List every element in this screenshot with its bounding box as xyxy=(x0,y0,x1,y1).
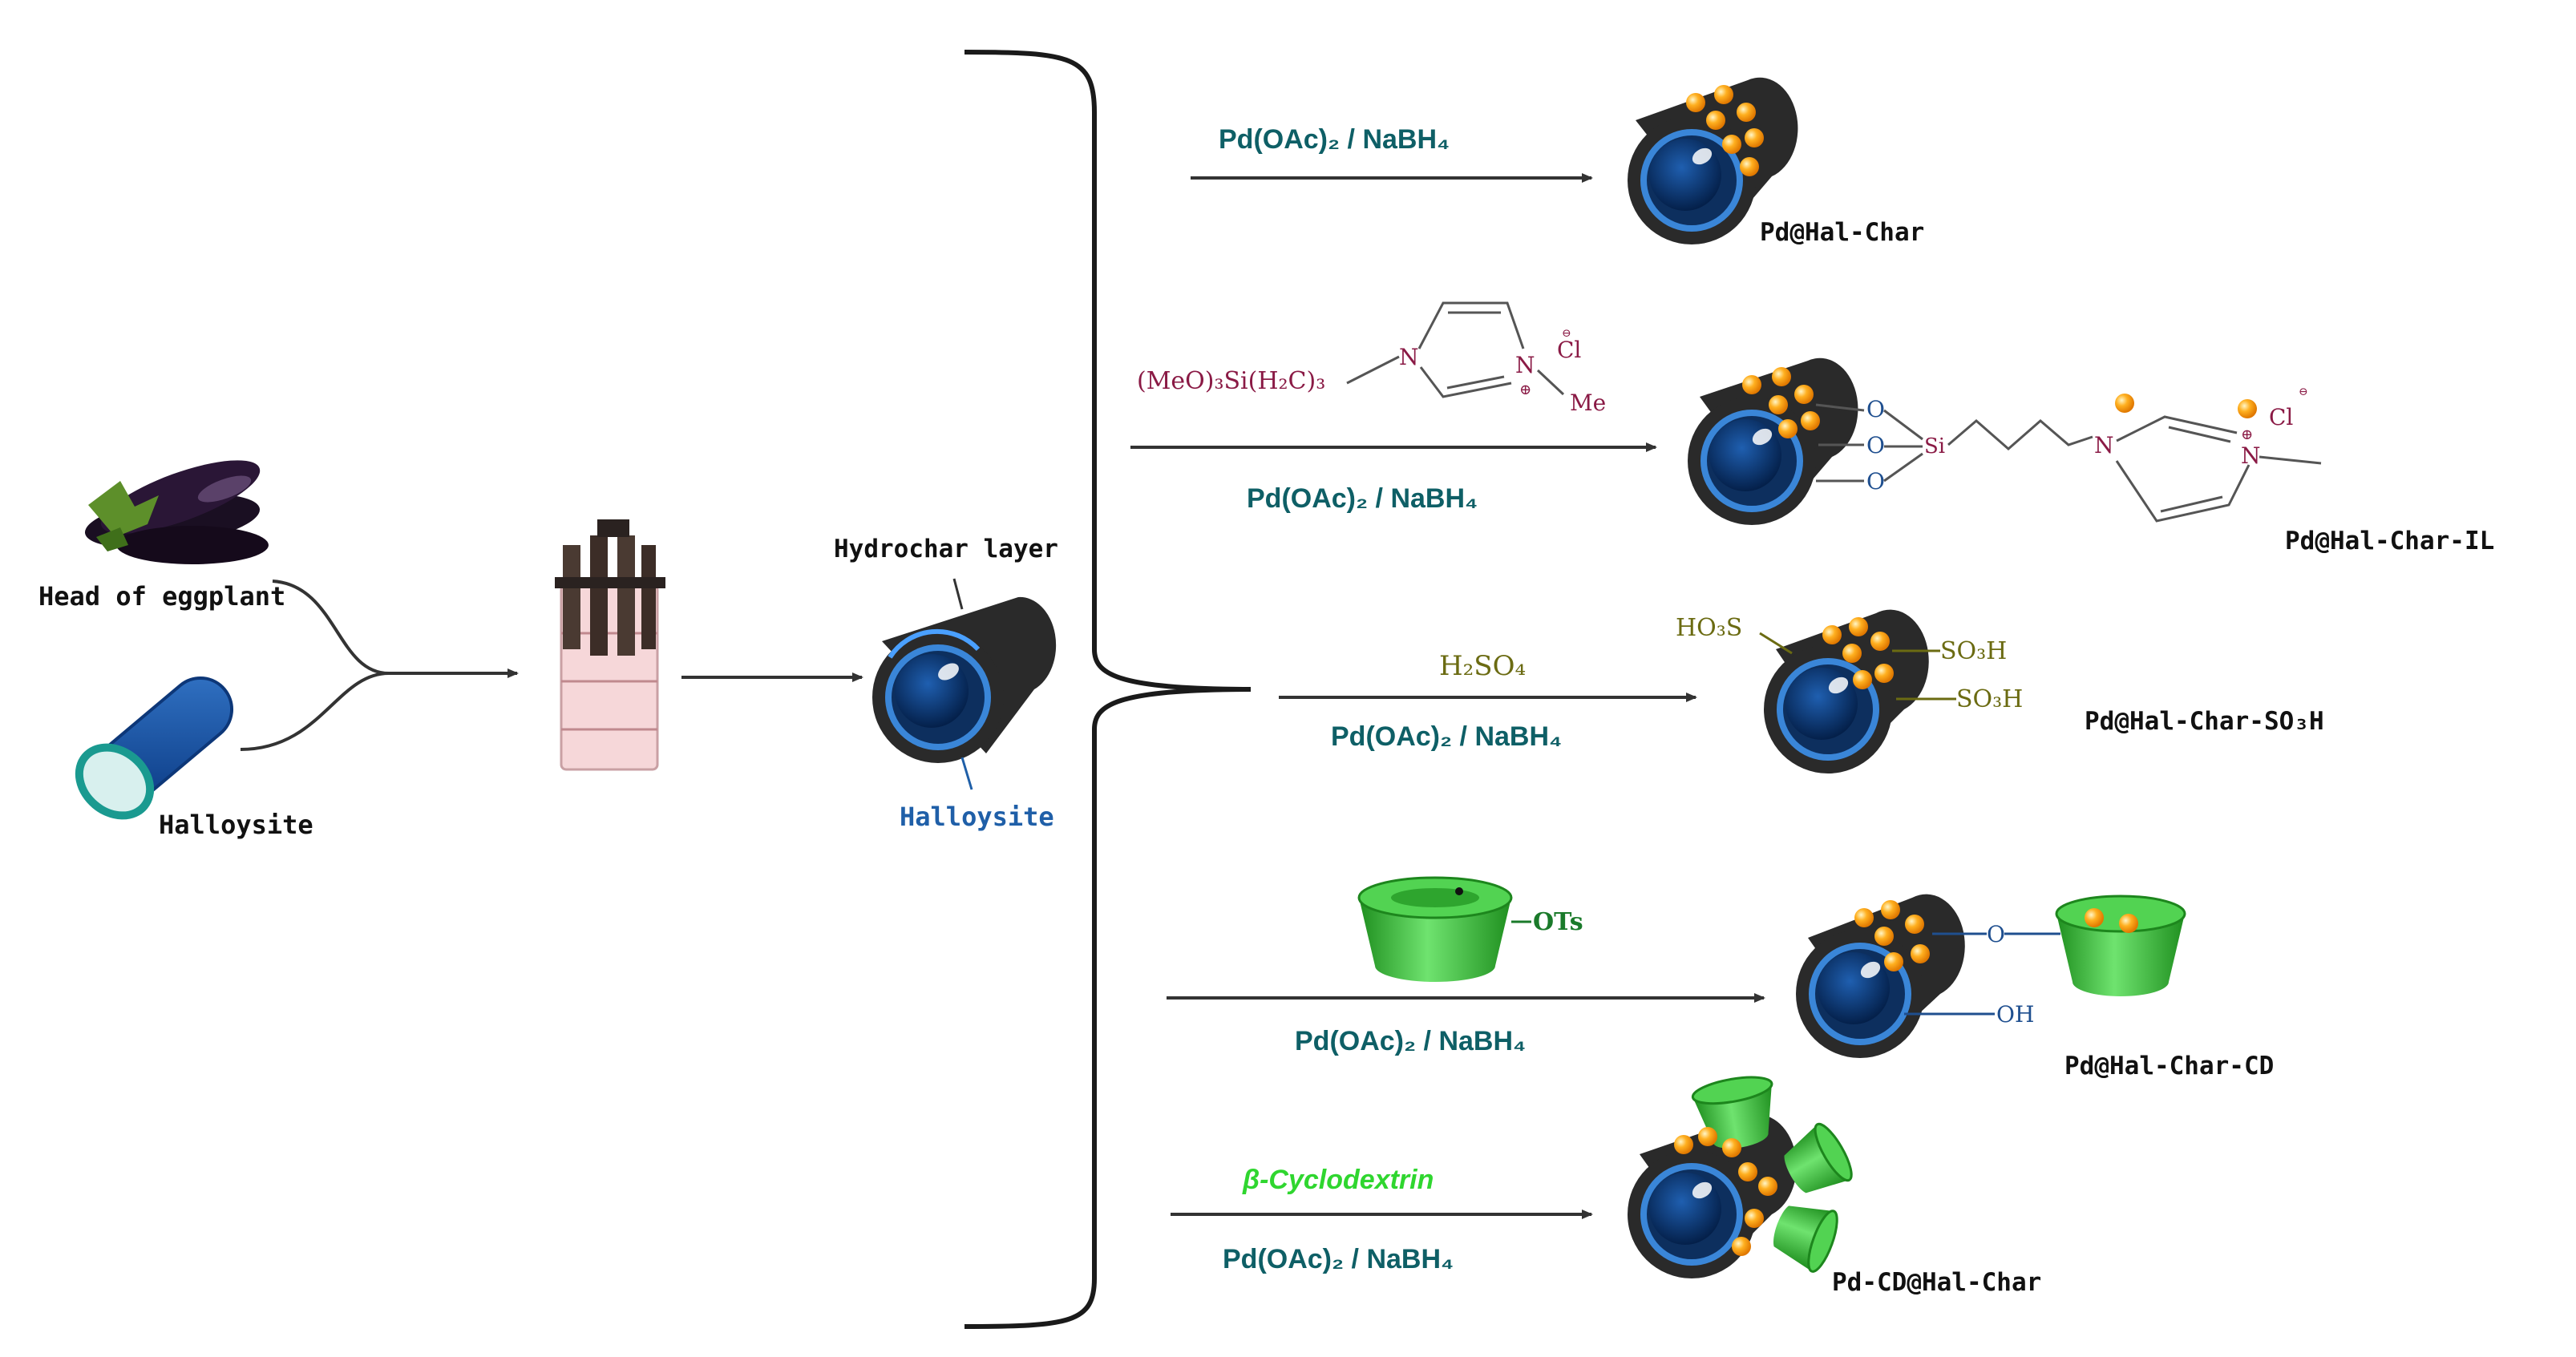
pd-nanoparticle xyxy=(1722,135,1741,154)
pd-hal-char-cd-tube xyxy=(1796,894,1965,1058)
svg-text:⊕: ⊕ xyxy=(1519,382,1531,398)
pd-nanoparticle xyxy=(1870,632,1890,651)
svg-text:O: O xyxy=(1866,396,1885,422)
halloysite-center-label: Halloysite xyxy=(900,802,1054,832)
pd-nanoparticle xyxy=(1911,944,1930,963)
so3h-group-right2: SO₃H xyxy=(1956,685,2023,713)
route5-reagent-top: β-Cyclodextrin xyxy=(1242,1165,1434,1195)
halloysite-label: Halloysite xyxy=(159,810,313,840)
pd-nanoparticle xyxy=(1853,670,1872,689)
merge-connector xyxy=(240,580,517,751)
svg-text:Me: Me xyxy=(1570,390,1606,416)
svg-text:N: N xyxy=(1399,344,1419,370)
hal-char-tube xyxy=(872,596,1057,763)
eggplant-label: Head of eggplant xyxy=(38,581,285,612)
svg-text:⊖: ⊖ xyxy=(2299,386,2308,398)
pd-nanoparticle xyxy=(1842,644,1862,663)
pd-nanoparticle xyxy=(1772,367,1791,386)
route2-reagent: Pd(OAc)₂ / NaBH₄ xyxy=(1247,483,1478,514)
ots-group: OTs xyxy=(1533,908,1583,936)
svg-text:N: N xyxy=(2241,442,2261,469)
pd-nanoparticle xyxy=(1674,1135,1693,1154)
route5-reagent-bottom: Pd(OAc)₂ / NaBH₄ xyxy=(1223,1244,1454,1274)
pd-nanoparticle xyxy=(1874,664,1894,683)
ionic-liquid-linker: O O O Si N N ⊕ Cl ⊖ xyxy=(1815,386,2322,523)
svg-text:⊖: ⊖ xyxy=(1562,327,1571,340)
svg-text:Cl: Cl xyxy=(1557,337,1581,363)
pd-nanoparticle xyxy=(1778,419,1798,438)
pd-hal-char-il-tube xyxy=(1688,357,1858,525)
pd-nanoparticle xyxy=(1742,375,1761,394)
pd-nanoparticle xyxy=(1769,395,1788,414)
pd-nanoparticle xyxy=(1854,908,1874,927)
halloysite-tube-icon xyxy=(75,676,234,820)
pd-nanoparticle xyxy=(1698,1127,1717,1146)
pd-nanoparticle xyxy=(1801,411,1820,430)
product-pd-hal-char-so3h: Pd@Hal-Char-SO₃H xyxy=(2085,707,2324,736)
so3h-group-left: HO₃S xyxy=(1676,614,1742,642)
oh-group: OH xyxy=(1996,1001,2034,1028)
hydrochar-layer-label: Hydrochar layer xyxy=(834,535,1058,563)
route3-reagent-top: H₂SO₄ xyxy=(1439,650,1526,682)
pd-nanoparticle xyxy=(1706,111,1725,130)
pd-nanoparticle xyxy=(1745,1209,1764,1228)
svg-text:⊕: ⊕ xyxy=(2241,426,2253,443)
svg-text:O: O xyxy=(1866,432,1885,458)
product-pd-hal-char-cd: Pd@Hal-Char-CD xyxy=(2064,1052,2274,1080)
pd-nanoparticle xyxy=(2119,914,2138,933)
pd-nanoparticle xyxy=(1758,1177,1777,1196)
pd-hal-char-tube xyxy=(1628,77,1798,244)
route4-reagent-bottom: Pd(OAc)₂ / NaBH₄ xyxy=(1295,1026,1526,1056)
pd-nanoparticle xyxy=(1740,157,1759,176)
pd-nanoparticle xyxy=(1738,1162,1757,1181)
pd-nanoparticle xyxy=(2085,908,2104,927)
svg-text:N: N xyxy=(1515,352,1535,378)
svg-text:N: N xyxy=(2094,432,2114,458)
pd-nanoparticle xyxy=(2238,399,2257,418)
autoclave-icon xyxy=(555,519,665,771)
cyclodextrin-cluster xyxy=(1674,1076,1853,1273)
pd-nanoparticle xyxy=(1905,915,1924,934)
pd-nanoparticle xyxy=(1874,927,1894,946)
pd-nanoparticle xyxy=(1822,625,1842,644)
ionic-liquid-reagent: (MeO)₃Si(H₂C)₃ N N ⊕ Me Cl ⊖ xyxy=(1137,301,1606,416)
pd-nanoparticle xyxy=(1884,952,1903,971)
hydrochar-pointer xyxy=(952,578,964,610)
product-pd-cd-hal-char: Pd-CD@Hal-Char xyxy=(1832,1268,2041,1297)
cyclodextrin-attached xyxy=(2055,895,2186,996)
svg-text:O: O xyxy=(1866,468,1885,495)
pd-nanoparticle xyxy=(1714,85,1733,104)
pd-nanoparticle xyxy=(1881,900,1900,919)
pd-nanoparticle xyxy=(1794,385,1814,404)
product-pd-hal-char-il: Pd@Hal-Char-IL xyxy=(2285,527,2494,555)
pd-nanoparticle xyxy=(1686,93,1705,112)
svg-text:(MeO)₃Si(H₂C)₃: (MeO)₃Si(H₂C)₃ xyxy=(1137,367,1325,395)
pd-nanoparticle xyxy=(1722,1138,1741,1157)
cyclodextrin-ots-reagent xyxy=(1357,876,1531,982)
pd-hal-char-so3h-tube xyxy=(1764,609,1929,773)
pd-nanoparticle xyxy=(2115,394,2134,413)
pd-nanoparticle xyxy=(1732,1237,1751,1256)
pd-nanoparticle xyxy=(1737,103,1756,122)
route1-reagent: Pd(OAc)₂ / NaBH₄ xyxy=(1219,124,1450,155)
product-pd-hal-char: Pd@Hal-Char xyxy=(1760,218,1924,247)
pd-nanoparticle xyxy=(1849,617,1868,636)
pd-nanoparticle xyxy=(1745,128,1764,147)
svg-text:Si: Si xyxy=(1924,434,1945,458)
route3-reagent-bottom: Pd(OAc)₂ / NaBH₄ xyxy=(1331,721,1562,752)
so3h-group-right1: SO₃H xyxy=(1940,637,2007,665)
so3h-bond-left xyxy=(1759,632,1793,655)
eggplant-image xyxy=(84,460,269,564)
svg-text:Cl: Cl xyxy=(2269,404,2293,430)
halloysite-pointer xyxy=(960,757,973,790)
cd-ether-oxygen: O xyxy=(1987,921,2005,947)
branch-brace xyxy=(964,50,1252,1329)
